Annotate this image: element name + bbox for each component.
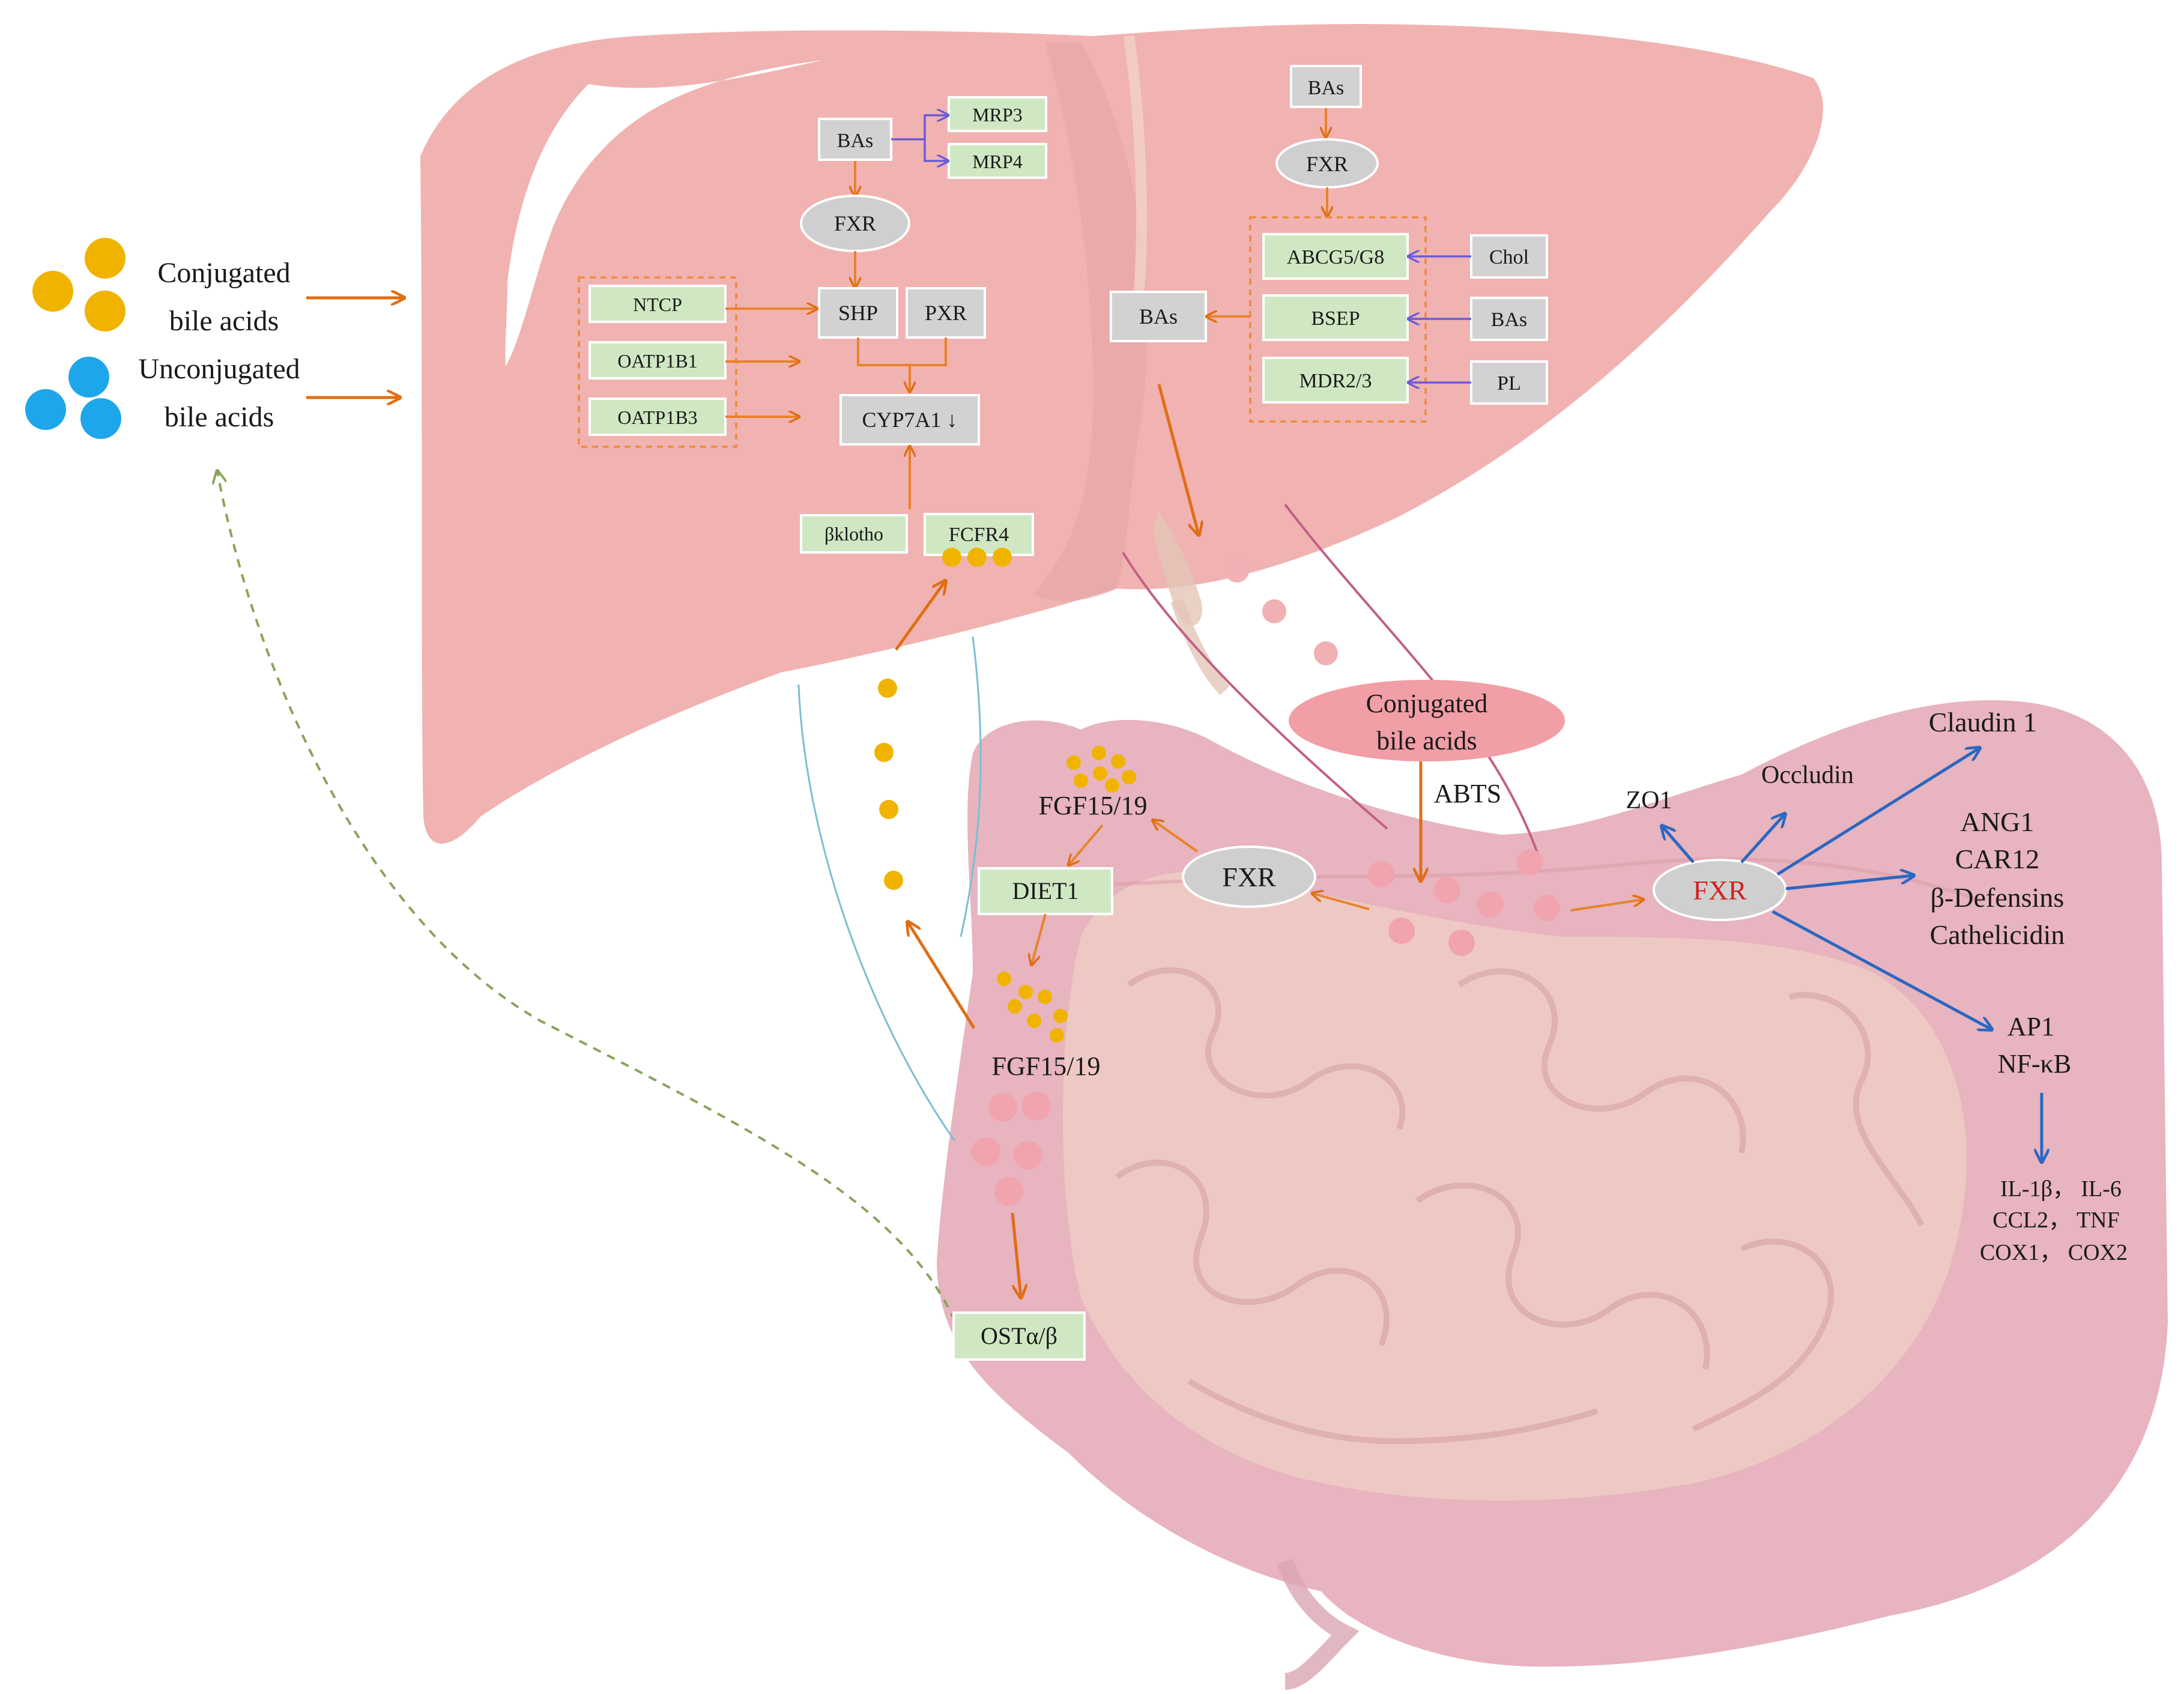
fgf-top-label: FGF15/19 xyxy=(1039,791,1148,820)
fgf-ligand-dot xyxy=(993,548,1012,567)
bsep-label: BSEP xyxy=(1311,307,1360,330)
conjugated-bile-acids-ellipse xyxy=(1289,680,1565,761)
pxr-label: PXR xyxy=(925,301,967,325)
legend: Conjugated bile acids Unconjugated bile … xyxy=(25,238,956,1322)
canalicular-transporters-group xyxy=(1249,216,1427,423)
conjugated-dot xyxy=(85,238,126,279)
oatp1b3-label: OATP1B3 xyxy=(617,407,697,428)
fxr-intestine-right-ellipse xyxy=(1653,859,1787,921)
cytokines-line1: IL-1β， IL-6 xyxy=(2000,1176,2122,1202)
ost-box xyxy=(952,1311,1086,1361)
conjugated-bile-acids-line1: Conjugated xyxy=(1366,689,1488,718)
abcg5g8-label: ABCG5/G8 xyxy=(1287,246,1384,268)
ost-label: OSTα/β xyxy=(981,1322,1057,1349)
liver-highlight xyxy=(505,60,823,366)
fgf-ligand-dot xyxy=(942,548,961,567)
occludin-label: Occludin xyxy=(1761,761,1854,789)
gallbladder-duct xyxy=(1153,510,1202,626)
bile-flow-arrow xyxy=(1157,384,1199,534)
fgfr4-label: FCFR4 xyxy=(949,524,1009,546)
fgf-dots-bottom xyxy=(997,972,1068,1042)
shp-label: SHP xyxy=(838,301,878,325)
ntcp-box xyxy=(588,285,727,323)
liver-right-pathway: BAs FXR ABCG5/G8 BSEP MDR2/3 Chol BAs PL… xyxy=(1110,65,1548,534)
fgf-bottom-label: FGF15/19 xyxy=(992,1051,1101,1081)
oatp1b3-box xyxy=(588,398,727,436)
bas-top-label: BAs xyxy=(1308,77,1344,99)
bile-flow-dots xyxy=(1225,558,1338,665)
bklotho-box xyxy=(800,514,908,554)
intestine-illustration xyxy=(937,700,2168,1690)
unconjugated-dot xyxy=(68,357,109,398)
intestine-pathway: Conjugated bile acids ABTS FXR FGF15/19 xyxy=(952,680,2128,1361)
conjugated-bile-acids-line2: bile acids xyxy=(1376,726,1477,755)
bas-box xyxy=(818,118,892,161)
bklotho-label: βklotho xyxy=(824,523,883,545)
cyp7a1-label: CYP7A1 ↓ xyxy=(862,408,957,432)
conjugated-label-line2: bile acids xyxy=(169,305,279,337)
chol-label: Chol xyxy=(1489,246,1529,268)
small-intestine-folds xyxy=(1115,967,1925,1445)
bas-mid-label: BAs xyxy=(1491,309,1527,331)
mrp3-label: MRP3 xyxy=(972,104,1023,126)
enterohepatic-recirculation-arrow xyxy=(217,471,956,1322)
fxr-intestine-left-label: FXR xyxy=(1222,862,1276,892)
bsep-box xyxy=(1262,294,1409,341)
diet1-label: DIET1 xyxy=(1012,877,1078,904)
claudin-label: Claudin 1 xyxy=(1929,707,2037,737)
ntcp-label: NTCP xyxy=(633,294,682,315)
cyp7a1-box xyxy=(839,394,980,446)
shp-box xyxy=(818,287,898,339)
fxr-intestine-right-label: FXR xyxy=(1693,875,1747,906)
fxr-label: FXR xyxy=(834,211,876,235)
fgf-portal-arrow xyxy=(908,922,976,1029)
oatp1b1-label: OATP1B1 xyxy=(617,350,697,372)
unconjugated-dot xyxy=(25,389,66,430)
pl-label: PL xyxy=(1497,372,1521,395)
cytokines-line2: CCL2， TNF xyxy=(1992,1208,2120,1233)
mrp4-label: MRP4 xyxy=(972,151,1023,172)
bas-top-box xyxy=(1290,65,1362,108)
unconjugated-dot xyxy=(80,398,121,439)
bile-acid-dots-ileum xyxy=(972,1092,1051,1206)
fgf-transport-dots xyxy=(874,679,903,890)
conjugated-dot xyxy=(85,291,126,331)
conjugated-dot xyxy=(32,271,73,312)
zo1-label: ZO1 xyxy=(1626,787,1672,814)
bas-out-label: BAs xyxy=(1139,304,1178,328)
fxr-intestine-left-ellipse xyxy=(1182,845,1316,908)
abts-label: ABTS xyxy=(1434,779,1501,808)
mdr23-label: MDR2/3 xyxy=(1299,370,1372,392)
ang1-label: ANG1 xyxy=(1961,806,2034,837)
small-intestine xyxy=(1063,871,1967,1501)
cathelicidin-label: Cathelicidin xyxy=(1930,919,2065,950)
fxr-right-label: FXR xyxy=(1306,152,1348,176)
bile-acid-dots-lumen xyxy=(1368,849,1560,956)
liver-left-pathway: BAs MRP3 MRP4 FXR SHP PXR CYP7A1 ↓ NTCP … xyxy=(578,96,1047,567)
oatp1b1-box xyxy=(588,341,727,380)
liver-falciform-shade xyxy=(1033,42,1148,601)
connecting-vessels xyxy=(797,503,1538,1142)
car12-label: CAR12 xyxy=(1955,844,2040,874)
nfkb-label: NF-κB xyxy=(1998,1049,2071,1078)
bas-label: BAs xyxy=(837,130,873,152)
fgf-to-liver-arrow xyxy=(894,581,945,651)
unconjugated-label-line1: Unconjugated xyxy=(138,353,300,385)
ap1-label: AP1 xyxy=(2007,1012,2054,1041)
fgf-ligand-dot xyxy=(967,548,987,567)
defensins-label: β-Defensins xyxy=(1931,882,2065,913)
unconjugated-label-line2: bile acids xyxy=(165,401,274,433)
fgf-dots-top xyxy=(1066,746,1136,793)
cytokines-line3: COX1， COX2 xyxy=(1980,1240,2128,1265)
conjugated-label-line1: Conjugated xyxy=(157,257,290,289)
